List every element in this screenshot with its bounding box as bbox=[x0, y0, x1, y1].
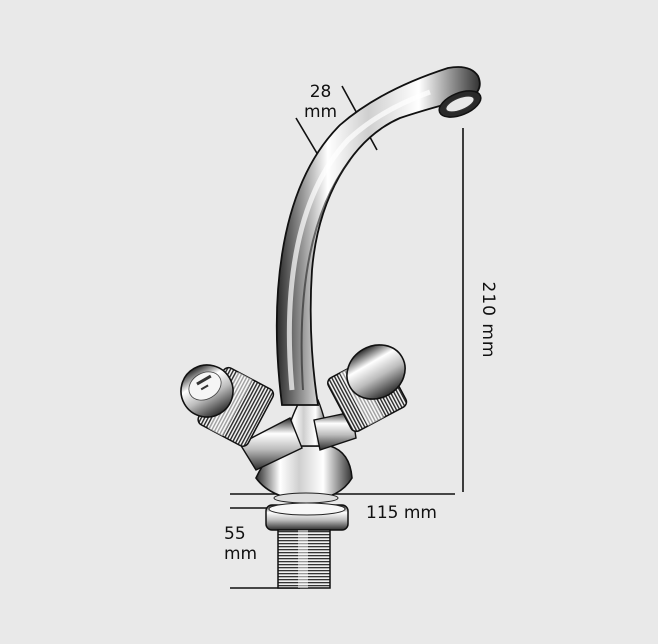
base-value: 55 bbox=[224, 524, 246, 544]
spout-diameter-value: 28 bbox=[309, 82, 332, 102]
base-label: 55 mm bbox=[224, 524, 257, 564]
base-unit: mm bbox=[224, 544, 258, 564]
mounting-shank bbox=[265, 502, 349, 589]
right-tap-handle bbox=[313, 344, 408, 451]
left-tap-handle bbox=[180, 364, 303, 471]
brand-mark bbox=[196, 374, 212, 386]
spout bbox=[275, 66, 482, 406]
spout-diameter-unit: mm bbox=[304, 102, 338, 122]
aerator bbox=[438, 90, 482, 118]
spout-diameter-label: 28 mm bbox=[304, 82, 337, 122]
height-label: 210 mm bbox=[478, 281, 498, 359]
width-label: 115 mm bbox=[366, 503, 437, 523]
